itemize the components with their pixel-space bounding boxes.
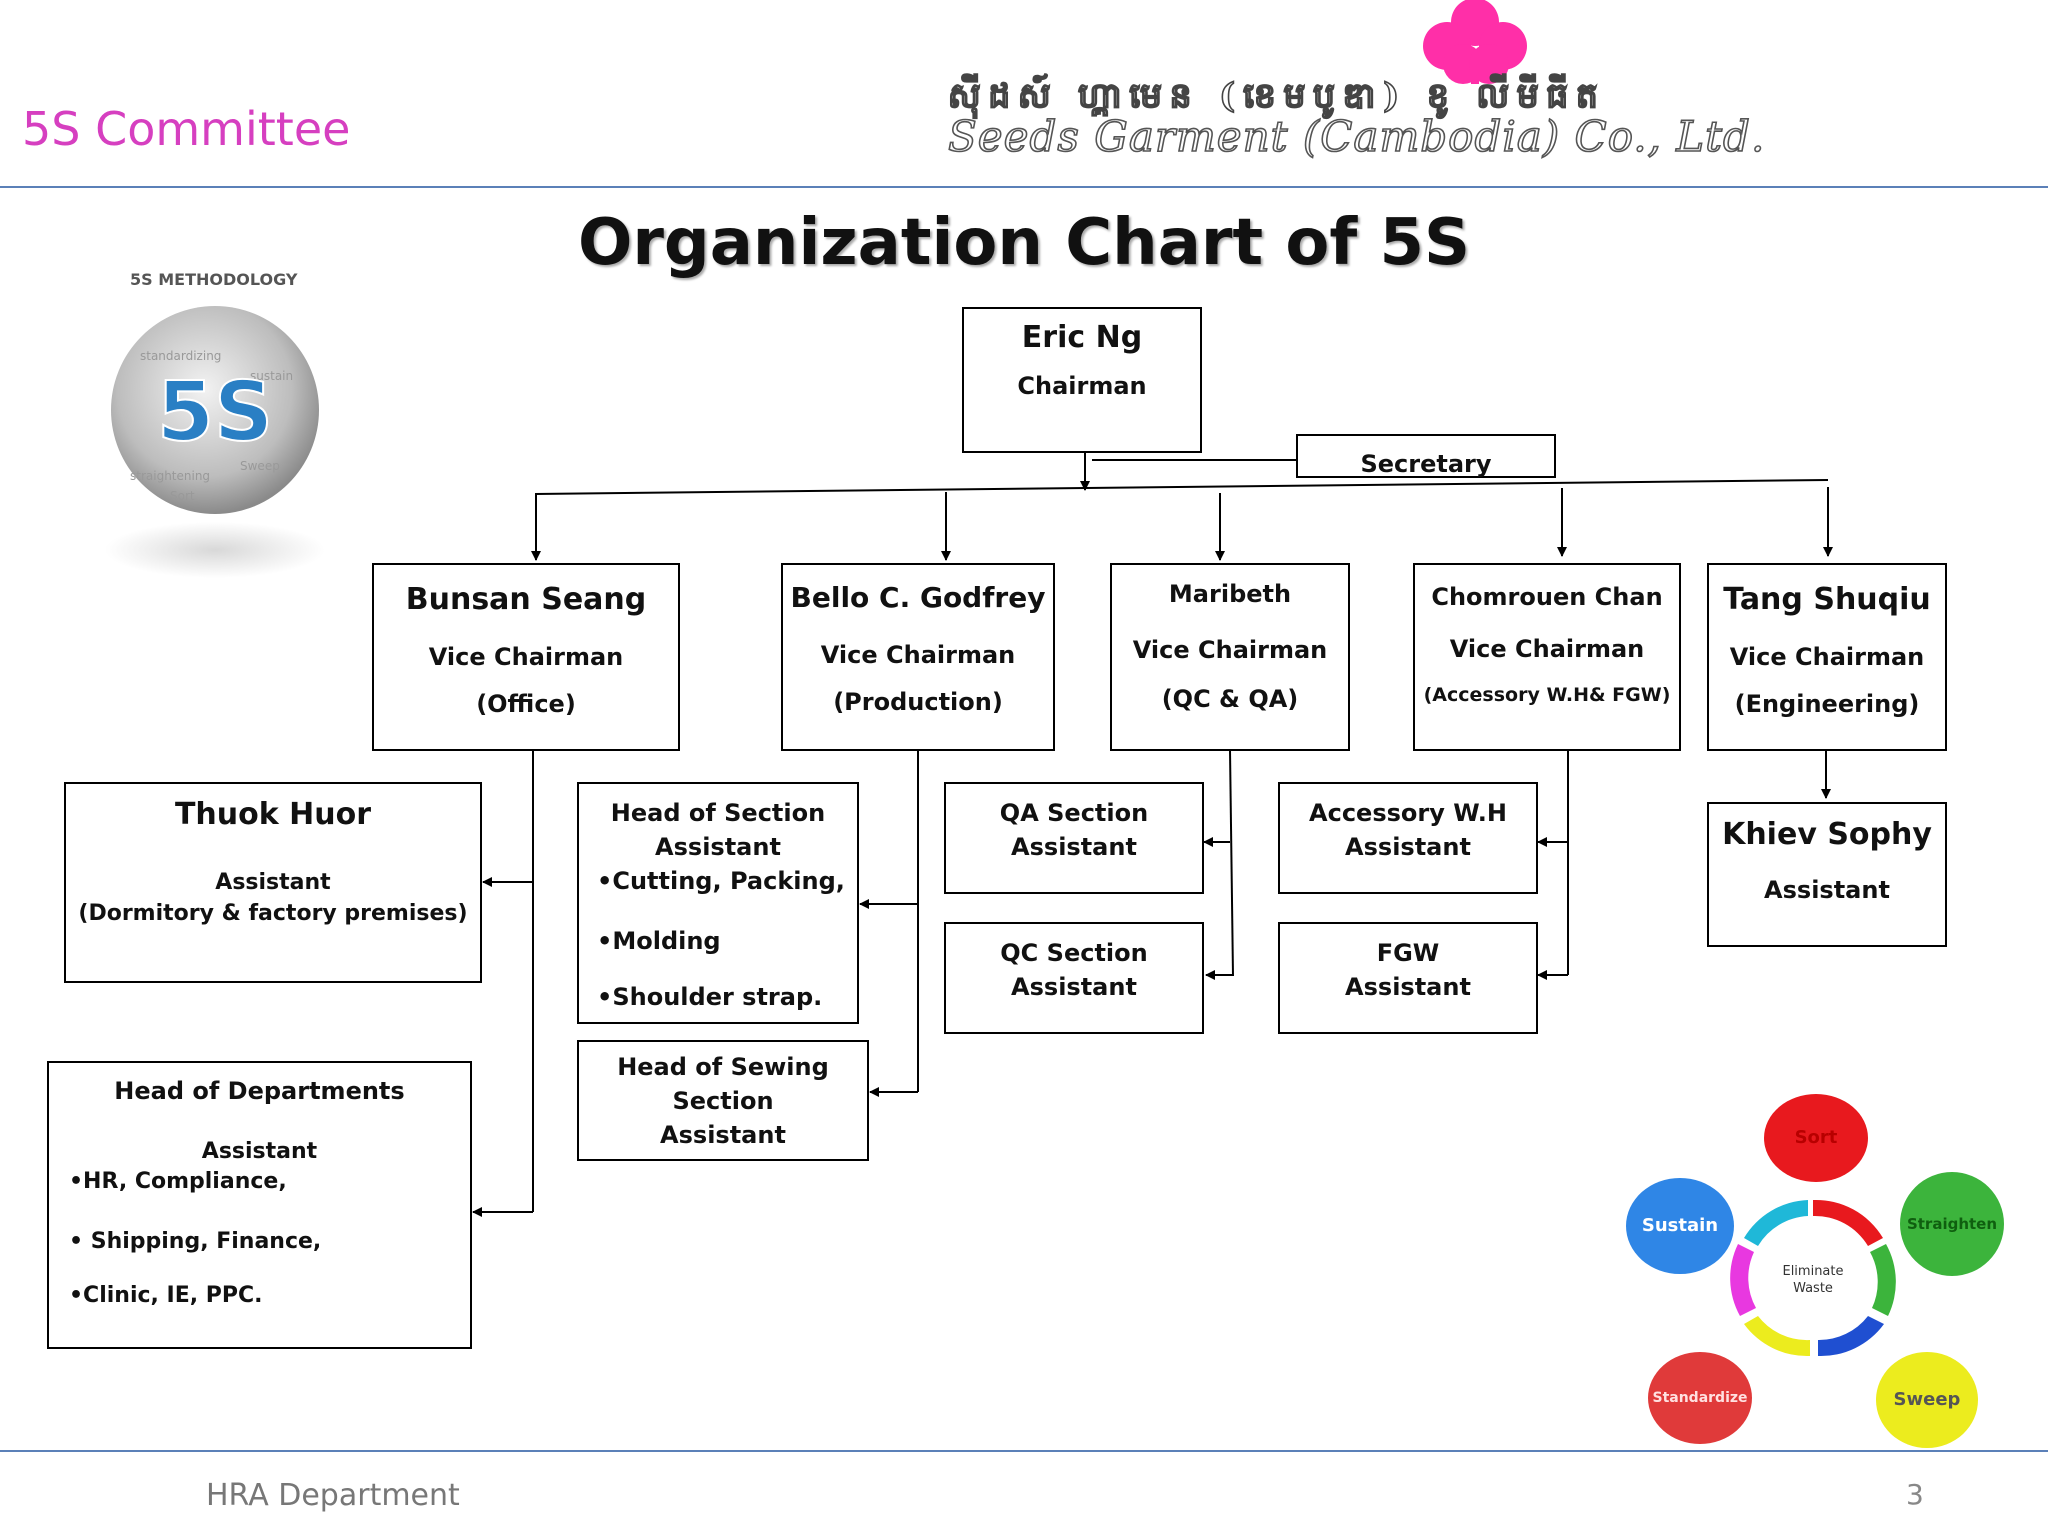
5s-sphere-icon: standardizing straightening Sweep Sort s… — [105, 306, 325, 578]
chairman-box: Eric Ng Chairman — [962, 307, 1202, 453]
secretary-box: Secretary — [1296, 434, 1556, 478]
vice-chairman-accessory-box: Chomrouen Chan Vice Chairman (Accessory … — [1413, 563, 1681, 751]
vc-accessory-name: Chomrouen Chan — [1431, 583, 1663, 611]
qc-section-box: QC Section Assistant — [944, 922, 1204, 1034]
company-name-english: Seeds Garment (Cambodia) Co., Ltd. — [947, 111, 1766, 162]
vc-accessory-dept: (Accessory W.H& FGW) — [1423, 684, 1671, 706]
fgw-box: FGW Assistant — [1278, 922, 1538, 1034]
qa-section-line1: QA Section — [999, 799, 1149, 827]
accessory-wh-line2: Assistant — [1345, 833, 1471, 861]
head-section-line2: Assistant — [655, 833, 781, 861]
svg-text:Sweep: Sweep — [240, 459, 280, 473]
qc-section-line1: QC Section — [1000, 939, 1148, 967]
vc-office-role: Vice Chairman — [428, 643, 624, 671]
cycle-step-sustain: Sustain — [1626, 1178, 1734, 1274]
fgw-line1: FGW — [1376, 939, 1440, 967]
head-sewing-line2: Section — [672, 1087, 774, 1115]
cycle-step-standardize: Standardize — [1648, 1352, 1752, 1444]
head-of-sewing-box: Head of Sewing Section Assistant — [577, 1040, 869, 1161]
cycle-center-line1: Eliminate — [1782, 1264, 1843, 1279]
fgw-line2: Assistant — [1345, 973, 1471, 1001]
head-sewing-line3: Assistant — [660, 1121, 786, 1149]
khiev-name: Khiev Sophy — [1722, 817, 1932, 852]
cycle-step-sweep: Sweep — [1876, 1352, 1978, 1448]
vice-chairman-qc-box: Maribeth Vice Chairman (QC & QA) — [1110, 563, 1350, 751]
svg-text:straightening: straightening — [130, 469, 210, 483]
cycle-step-sweep-label: Sweep — [1893, 1389, 1961, 1410]
chairman-name: Eric Ng — [1021, 320, 1143, 355]
vc-accessory-role: Vice Chairman — [1449, 635, 1645, 663]
vc-office-dept: (Office) — [476, 690, 576, 718]
head-depts-item-3: •Clinic, IE, PPC. — [69, 1283, 263, 1308]
head-depts-item-2: • Shipping, Finance, — [69, 1229, 322, 1254]
qa-section-box: QA Section Assistant — [944, 782, 1204, 894]
vc-office-name: Bunsan Seang — [405, 582, 647, 617]
vice-chairman-production-box: Bello C. Godfrey Vice Chairman (Producti… — [781, 563, 1055, 751]
qa-section-line2: Assistant — [1011, 833, 1137, 861]
methodology-label: 5S METHODOLOGY — [130, 270, 298, 289]
cycle-step-straighten-label: Straighten — [1906, 1215, 1998, 1233]
cycle-step-sort-label: Sort — [1794, 1127, 1838, 1148]
svg-text:5S: 5S — [157, 365, 273, 460]
cycle-center-line2: Waste — [1793, 1281, 1833, 1296]
chart-title: Organization Chart of 5S — [577, 206, 1471, 280]
khiev-role: Assistant — [1764, 876, 1890, 904]
khiev-sophy-box: Khiev Sophy Assistant — [1707, 802, 1947, 947]
vc-qc-role: Vice Chairman — [1132, 636, 1328, 664]
footer-divider — [0, 1450, 2048, 1452]
vice-chairman-office-box: Bunsan Seang Vice Chairman (Office) — [372, 563, 680, 751]
thuok-name: Thuok Huor — [174, 797, 372, 832]
flower-logo-icon — [1423, 0, 1527, 84]
head-depts-title: Head of Departments — [114, 1077, 405, 1105]
accessory-wh-line1: Accessory W.H — [1309, 799, 1507, 827]
vc-production-role: Vice Chairman — [820, 641, 1016, 669]
cycle-step-standardize-label: Standardize — [1652, 1390, 1748, 1406]
head-section-item-1: •Cutting, Packing, — [597, 867, 845, 895]
vc-engineering-dept: (Engineering) — [1734, 690, 1920, 718]
vc-qc-dept: (QC & QA) — [1161, 685, 1299, 713]
thuok-dept: (Dormitory & factory premises) — [78, 901, 468, 926]
chairman-role: Chairman — [1017, 372, 1147, 400]
thuok-huor-box: Thuok Huor Assistant (Dormitory & factor… — [64, 782, 482, 983]
svg-text:Sort: Sort — [170, 489, 195, 503]
vice-chairman-engineering-box: Tang Shuqiu Vice Chairman (Engineering) — [1707, 563, 1947, 751]
qc-section-line2: Assistant — [1011, 973, 1137, 1001]
cycle-step-straighten: Straighten — [1900, 1172, 2004, 1276]
svg-text:standardizing: standardizing — [140, 349, 221, 363]
head-of-section-box: Head of Section Assistant •Cutting, Pack… — [577, 782, 859, 1024]
footer-department: HRA Department — [206, 1478, 460, 1513]
head-section-item-3: •Shoulder strap. — [597, 983, 823, 1011]
vc-engineering-name: Tang Shuqiu — [1723, 582, 1931, 617]
accessory-wh-box: Accessory W.H Assistant — [1278, 782, 1538, 894]
header-divider — [0, 186, 2048, 188]
page-number: 3 — [1906, 1478, 1924, 1511]
head-of-departments-box: Head of Departments Assistant •HR, Compl… — [47, 1061, 472, 1349]
cycle-step-sustain-label: Sustain — [1641, 1215, 1719, 1236]
head-depts-role: Assistant — [201, 1139, 318, 1164]
section-title: 5S Committee — [22, 102, 351, 156]
vc-production-dept: (Production) — [833, 688, 1003, 716]
company-name-khmer: ស៊ីដស៍ ហ្គាមេន (ខេមបូឌា) ខូ លីមីធីត — [947, 75, 1606, 117]
head-depts-item-1: •HR, Compliance, — [69, 1169, 287, 1194]
cycle-arrows — [1730, 1199, 1896, 1357]
svg-text:sustain: sustain — [250, 369, 293, 383]
head-section-line1: Head of Section — [610, 799, 826, 827]
vc-engineering-role: Vice Chairman — [1729, 643, 1925, 671]
vc-production-name: Bello C. Godfrey — [790, 581, 1046, 614]
secretary-label: Secretary — [1360, 450, 1492, 478]
thuok-role: Assistant — [215, 870, 331, 895]
head-sewing-line1: Head of Sewing — [617, 1053, 829, 1081]
vc-qc-name: Maribeth — [1168, 580, 1292, 608]
cycle-step-sort: Sort — [1764, 1094, 1868, 1182]
5s-cycle-diagram: Eliminate Waste — [1730, 1199, 1896, 1357]
head-section-item-2: •Molding — [597, 927, 721, 955]
